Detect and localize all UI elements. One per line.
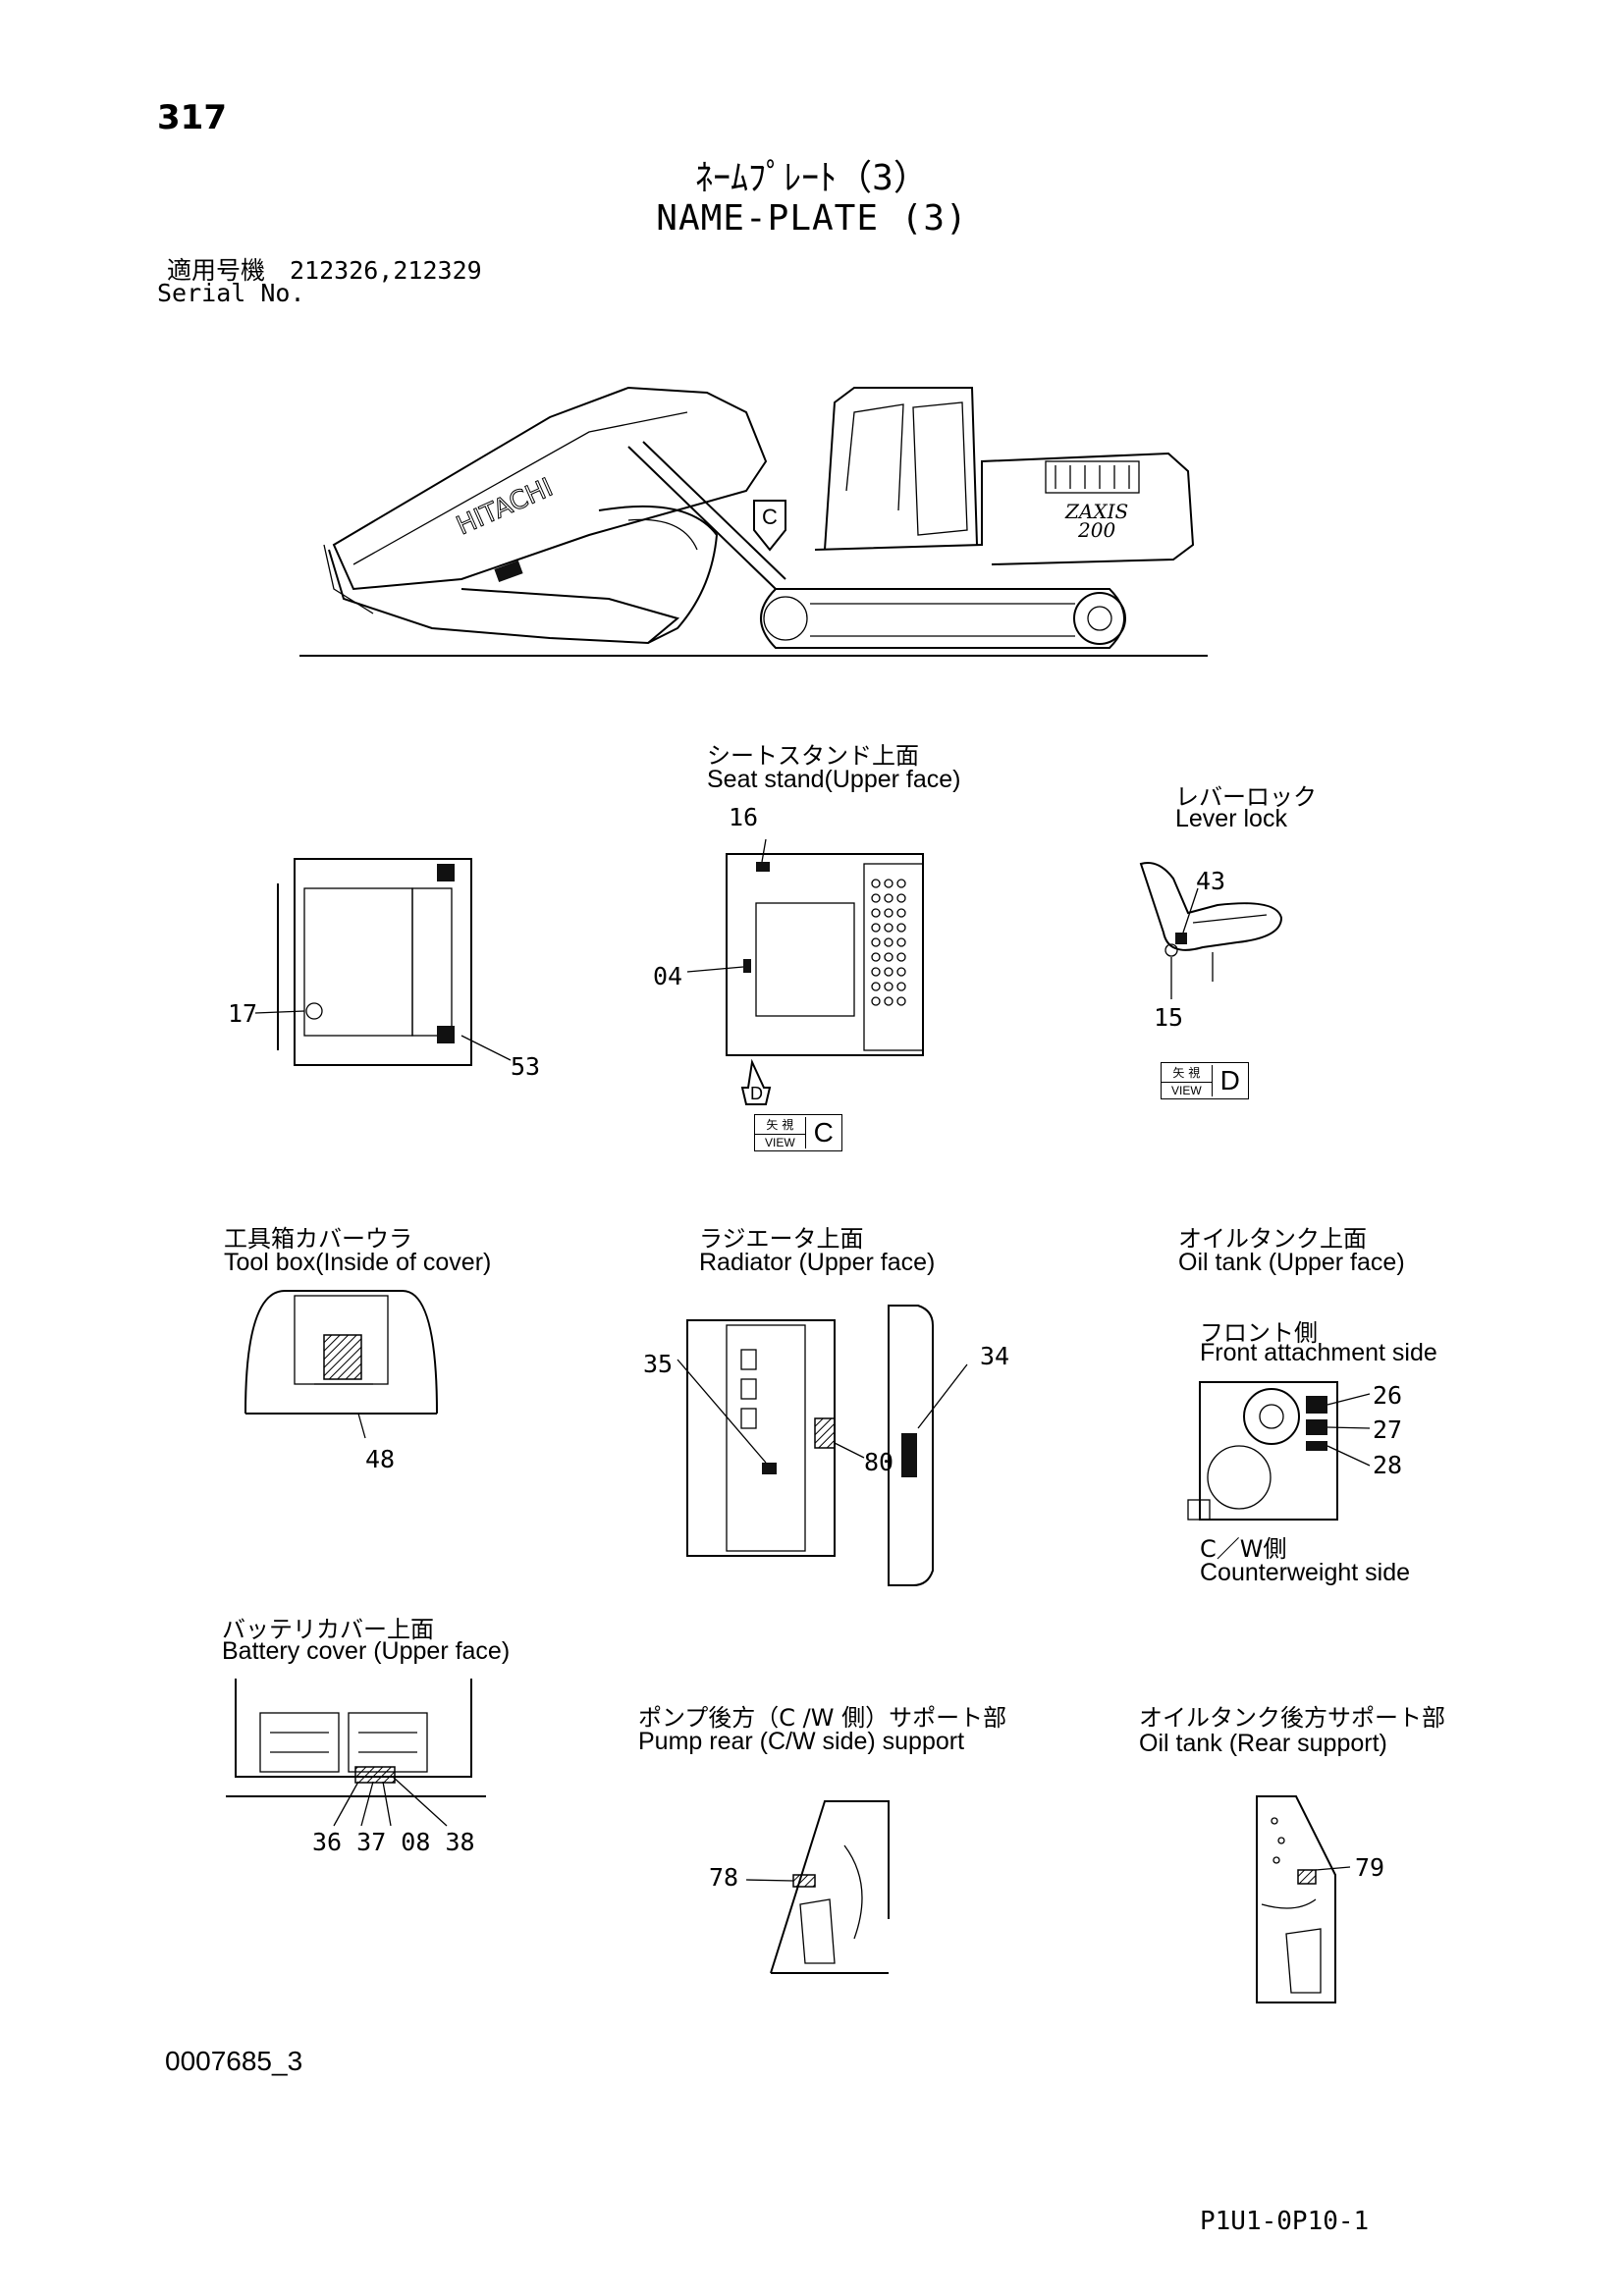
serial-number-label: Serial No. [157,279,305,307]
document-id: 0007685_3 [165,2046,303,2076]
pump-rear-label-jp: ポンプ後方（C /W 側）サポート部 [638,1704,1007,1732]
callout-17: 17 [228,999,258,1028]
seat-stand-label-jp: シートスタンド上面 [707,742,919,770]
callout-15: 15 [1154,1003,1184,1032]
view-box-c-letter: C [804,1117,841,1148]
lever-lock-label-en: Lever lock [1175,805,1287,832]
radiator-label-en: Radiator (Upper face) [699,1249,936,1276]
footer-page-code: P1U1-0P10-1 [1200,2207,1370,2236]
callout-16: 16 [729,803,759,831]
oil-tank-label-en: Oil tank (Upper face) [1178,1249,1405,1276]
radiator-label-jp: ラジエータ上面 [699,1225,864,1253]
view-box-d-letter: D [1211,1065,1248,1096]
callout-27: 27 [1373,1415,1403,1444]
oil-tank-rear-label-jp: オイルタンク後方サポート部 [1139,1704,1445,1732]
page-title-en: NAME-PLATE (3) [656,198,968,239]
model-name-line2: 200 [1077,518,1115,542]
lever-lock-drawing [1139,862,1283,999]
callout-34: 34 [980,1342,1010,1370]
callout-04: 04 [653,962,683,990]
callout-28: 28 [1373,1451,1403,1479]
callout-79: 79 [1355,1853,1385,1882]
seat-stand-label-en: Seat stand(Upper face) [707,766,961,793]
view-box-d-en: VIEW [1171,1084,1202,1097]
tool-box-label-en: Tool box(Inside of cover) [224,1249,492,1276]
cw-side-label-jp: C／W側 [1200,1535,1287,1563]
oil-tank-rear-label-en: Oil tank (Rear support) [1139,1730,1387,1757]
oil-tank-drawing [1187,1381,1371,1521]
battery-cover-label-en: Battery cover (Upper face) [222,1637,511,1665]
cw-side-label-en: Counterweight side [1200,1559,1411,1586]
view-arrow-c: C [762,505,778,529]
view-box-c: 矢 視 VIEW C [754,1114,842,1151]
front-side-label-en: Front attachment side [1200,1339,1437,1366]
page-title-jp: ﾈｰﾑﾌﾟﾚｰﾄ（3） [695,158,929,198]
callouts-36-37-08-38: 36 37 08 38 [312,1828,475,1856]
serial-number-jp: 適用号機 212326,212329 [167,256,482,285]
callout-35: 35 [643,1350,674,1378]
pump-rear-label-en: Pump rear (C/W side) support [638,1728,965,1755]
oil-tank-rear-drawing [1256,1795,1351,2003]
left-console-drawing [254,858,512,1066]
callout-43: 43 [1196,867,1226,895]
view-box-c-en: VIEW [765,1136,795,1149]
battery-cover-drawing [226,1679,486,1827]
callout-53: 53 [511,1052,541,1081]
callout-78: 78 [709,1863,739,1892]
tool-box-drawing [244,1290,438,1439]
page-number: 317 [157,98,227,137]
callout-80: 80 [864,1448,894,1476]
view-box-c-jp: 矢 視 [755,1115,805,1135]
excavator-side-view: HITACHI C ZAXIS 200 [299,386,1208,657]
tool-box-label-jp: 工具箱カバーウラ [224,1225,412,1253]
callout-48: 48 [365,1445,396,1473]
oil-tank-label-jp: オイルタンク上面 [1178,1225,1367,1253]
pump-rear-drawing [745,1800,890,1974]
callout-26: 26 [1373,1381,1403,1410]
lever-lock-label-jp: レバーロック [1175,783,1317,811]
front-side-label-jp: フロント側 [1200,1319,1318,1347]
boom-brand-text: HITACHI [453,473,558,542]
seat-stand-drawing: D [686,838,924,1105]
view-box-d: 矢 視 VIEW D [1161,1062,1249,1099]
view-arrow-d: D [750,1084,763,1103]
view-box-d-jp: 矢 視 [1162,1063,1212,1083]
radiator-drawing [677,1305,968,1586]
battery-cover-label-jp: バッテリカバー上面 [222,1616,434,1643]
model-name-line1: ZAXIS [1064,500,1128,523]
